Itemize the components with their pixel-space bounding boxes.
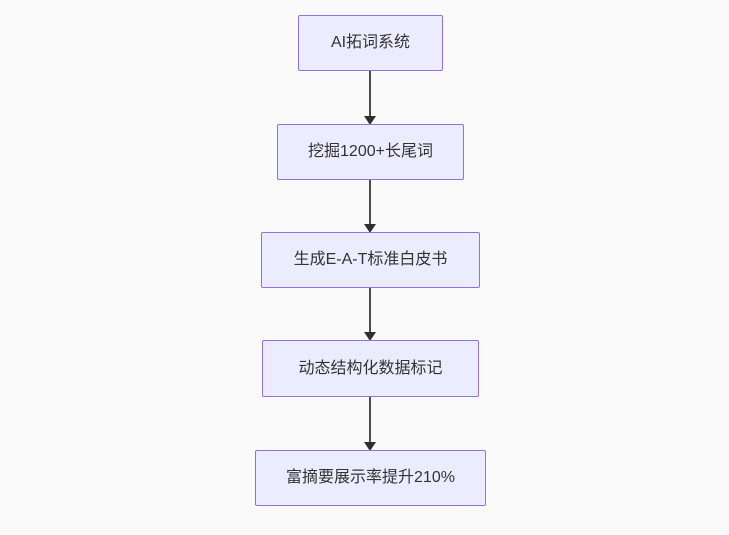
flow-node-ai-keyword-system: AI拓词系统	[298, 15, 443, 71]
flow-arrow-down-3	[364, 288, 376, 341]
node-label: 富摘要展示率提升210%	[286, 469, 455, 486]
flow-node-longtail-mining: 挖掘1200+长尾词	[277, 124, 464, 180]
flow-node-rich-snippet-result: 富摘要展示率提升210%	[255, 450, 486, 506]
flow-arrow-down-1	[364, 71, 376, 125]
flow-node-eat-whitepaper: 生成E-A-T标准白皮书	[261, 232, 480, 288]
flow-arrow-down-4	[364, 397, 376, 451]
flow-node-structured-data-markup: 动态结构化数据标记	[262, 340, 479, 397]
flow-arrow-down-2	[364, 180, 376, 233]
node-label: 动态结构化数据标记	[298, 359, 443, 377]
node-label: AI拓词系统	[330, 34, 411, 51]
node-label: 挖掘1200+长尾词	[308, 143, 433, 160]
node-label: 生成E-A-T标准白皮书	[293, 251, 448, 268]
